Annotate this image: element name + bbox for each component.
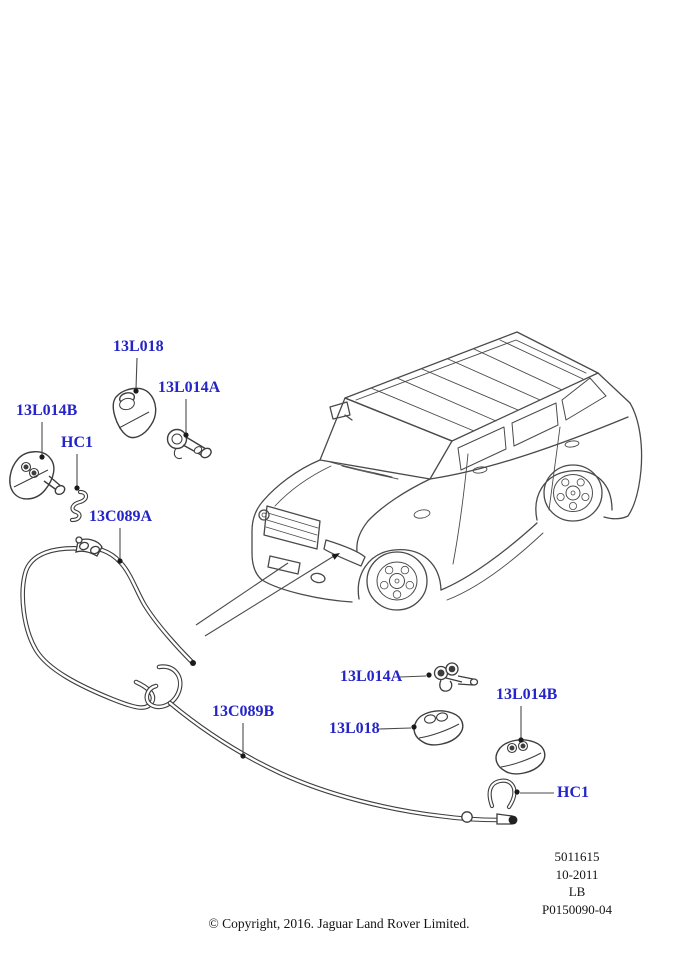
part-13L018-bottom (413, 710, 464, 746)
hose-connector (75, 536, 103, 557)
callout-attachment-dots (39, 388, 524, 795)
callout-13L018-top[interactable]: 13L018 (113, 338, 164, 355)
callout-13L014A-top[interactable]: 13L014A (158, 379, 221, 396)
beltline (429, 416, 629, 480)
part-HC1-top (69, 489, 89, 523)
callout-13L014B-top[interactable]: 13L014B (16, 402, 78, 419)
fog-lamp (310, 572, 326, 584)
rear-wheel (543, 464, 603, 522)
rear-wheel-arch (535, 470, 613, 521)
callout-13C089A[interactable]: 13C089A (89, 508, 153, 525)
callout-13L014B-bottom[interactable]: 13L014B (496, 686, 558, 703)
figure-number: 5011615 (554, 849, 600, 864)
callout-leader-lines (41, 357, 554, 794)
hood-near-edge (356, 478, 431, 552)
grille-badge (258, 509, 270, 521)
callout-HC1-bottom[interactable]: HC1 (557, 784, 589, 801)
pointer-arrowhead (331, 553, 340, 560)
callout-HC1-top[interactable]: HC1 (61, 434, 93, 451)
figure-plate-number: P0150090-04 (541, 901, 613, 917)
vehicle-line-art (251, 331, 643, 611)
front-fascia (251, 500, 353, 603)
sill-line (440, 522, 538, 591)
part-13L014A-top (166, 428, 212, 459)
front-wheel (366, 551, 428, 611)
copyright-notice: © Copyright, 2016. Jaguar Land Rover Lim… (208, 916, 470, 931)
front-door-handle (472, 466, 488, 474)
hood-crease (274, 465, 332, 507)
side-windows (457, 377, 607, 471)
sill-lower-line (446, 532, 544, 601)
part-13L014B-top (9, 451, 66, 500)
hood-far-edge (262, 459, 321, 502)
grille-slats (265, 512, 319, 543)
roof-slats (370, 339, 584, 432)
grille (263, 505, 321, 550)
headlamp (323, 539, 366, 567)
front-door-line (452, 453, 469, 565)
part-13L014B-bottom (495, 739, 546, 775)
part-HC1-bottom (487, 778, 517, 810)
windshield (319, 397, 453, 480)
hose-end-dot (190, 660, 196, 666)
front-wheel-arch (357, 549, 442, 600)
rear-door-handle (564, 440, 580, 448)
side-indicator (413, 509, 431, 519)
callout-13L018-bottom[interactable]: 13L018 (329, 720, 380, 737)
hose-13C089A (20, 536, 196, 710)
d-pillar (597, 372, 631, 404)
reference-block: 5011615 10-2011 LB P0150090-04 (516, 848, 638, 918)
hose-13C089B (144, 664, 518, 825)
grille-badge-inner (261, 512, 267, 518)
rear-edge (603, 402, 643, 520)
hose-tip-dot (508, 815, 518, 825)
roof-inner-edge (355, 339, 587, 401)
roof-outline (344, 331, 599, 442)
side-mirror (329, 401, 353, 421)
location-pointer-lines (195, 553, 340, 637)
figure-date: 10-2011 (555, 866, 599, 882)
callout-13C089B[interactable]: 13C089B (212, 703, 275, 720)
wiper-lines (329, 461, 399, 480)
part-13L014A-bottom (433, 662, 479, 692)
part-13L018-top (112, 387, 157, 439)
license-plate (267, 555, 301, 575)
hose-grommet-ring (461, 811, 473, 823)
callout-13L014A-bottom[interactable]: 13L014A (340, 668, 403, 685)
figure-code: LB (568, 884, 586, 899)
